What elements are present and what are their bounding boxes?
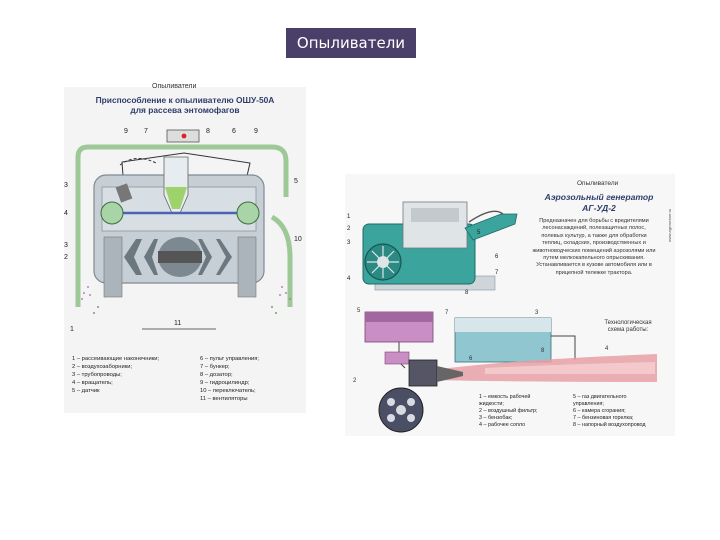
scheme-caption-line: Технологическая <box>604 320 652 326</box>
gen-callout-3: 3 <box>347 240 351 246</box>
rotator <box>115 183 133 203</box>
fan-blades-left <box>124 239 158 275</box>
scheme-caption-line: схема работы: <box>607 327 649 334</box>
legend-item: 2 – воздушный фильтр; <box>479 408 538 414</box>
legend-item: жидкости; <box>479 401 504 407</box>
right-distributor <box>236 201 260 225</box>
callout-2: 2 <box>64 254 68 261</box>
callout-8: 8 <box>206 128 210 135</box>
legend-item: 3 – трубопроводы; <box>72 372 122 378</box>
gen-callout-2: 2 <box>347 226 351 232</box>
callout-5: 5 <box>294 178 298 185</box>
callout-6: 6 <box>232 128 236 135</box>
callout-3: 3 <box>64 182 68 189</box>
right-legend-col-1: 1 – емкость рабочей жидкости; 2 – воздуш… <box>479 394 538 429</box>
spray-nozzles <box>81 286 291 300</box>
right-poster-heading-1: Аэрозольный генератор <box>544 192 654 202</box>
right-poster-description: Предназначен для борьбы с вредителями ле… <box>519 218 669 277</box>
gen-callout-1: 1 <box>347 214 351 220</box>
legend-item: 6 – пульт управления; <box>200 356 260 362</box>
gen-callout-8: 8 <box>465 290 469 296</box>
nozzle-pipe <box>464 213 518 241</box>
left-poster-heading-2: для рассева энтомофагов <box>130 105 240 115</box>
technological-scheme-diagram: 5 7 3 2 6 8 4 <box>353 308 657 433</box>
legend-item: 2 – воздухозаборники; <box>72 364 133 370</box>
callout-3b: 3 <box>64 242 68 249</box>
side-watermark: www.agroserver.ru <box>667 208 672 242</box>
svg-text:5: 5 <box>357 308 361 314</box>
svg-text:8: 8 <box>541 348 545 354</box>
fan-blades-right <box>198 239 232 275</box>
callout-4: 4 <box>64 210 68 217</box>
description-line: прицепной тележке трактора. <box>555 269 633 276</box>
air-pipeline-right <box>270 214 293 307</box>
legend-item: 5 – газ двигательного <box>573 394 627 400</box>
description-line: теплиц, складских, производственных и <box>542 240 646 247</box>
legend-item: 3 – бензобак; <box>479 415 513 421</box>
description-line: животноводческих помещений аэрозолями ил… <box>532 247 656 254</box>
scheme-caption: Технологическая схема работы: <box>583 320 673 335</box>
left-poster: Опыливатели Приспособление к опыливателю… <box>64 83 306 413</box>
air-pipeline <box>75 144 289 307</box>
legend-item: 7 – бензиновая горелка; <box>573 415 634 421</box>
right-poster: Опыливатели Аэрозольный генератор АГ-УД-… <box>345 174 675 436</box>
callout-10: 10 <box>294 236 302 243</box>
right-poster-caption: Опыливатели <box>577 180 619 187</box>
combustion-chamber <box>408 359 438 387</box>
gen-callout-5: 5 <box>477 230 481 236</box>
left-poster-caption: Опыливатели <box>152 83 197 90</box>
ag-ud-2-generator-illustration: 1 2 3 4 5 6 7 8 <box>347 201 518 296</box>
callout-7: 7 <box>144 128 148 135</box>
legend-item: 4 – рабочее сопло <box>479 422 526 428</box>
description-line: Устанавливается в кузове автомобиля или … <box>536 262 652 269</box>
legend-item: 10 – переключатель; <box>200 388 256 394</box>
left-poster-heading-1: Приспособление к опыливателю ОШУ-50А <box>95 95 275 105</box>
left-legend-col-2: 6 – пульт управления; 7 – бункер; 8 – до… <box>200 355 259 403</box>
right-poster-heading-2: АГ-УД-2 <box>582 203 616 213</box>
legend-item: 5 – датчик <box>72 388 100 394</box>
legend-item: 8 – напорный воздухопровод <box>573 422 646 428</box>
callout-1: 1 <box>70 326 74 333</box>
legend-item: 11 – вентиляторы <box>200 396 248 402</box>
callout-11: 11 <box>174 320 181 327</box>
callout-9: 9 <box>124 128 128 135</box>
legend-item: 1 – емкость рабочей <box>479 394 531 400</box>
gen-callout-4: 4 <box>347 276 351 282</box>
legend-item: 8 – дозатор; <box>200 372 233 378</box>
slide-title: Опыливатели <box>286 28 416 58</box>
description-line: лесонасаждений, полезащитных полос, <box>542 225 646 232</box>
callout-9b: 9 <box>254 128 258 135</box>
description-line: полевых культур, а также для обработки <box>541 232 647 239</box>
description-line: Предназначен для борьбы с вредителями <box>539 218 649 224</box>
svg-text:4: 4 <box>605 346 609 352</box>
svg-text:6: 6 <box>469 356 473 362</box>
left-legend-col-1: 1 – рассеивающие наконечники; 2 – воздух… <box>72 355 159 395</box>
right-legend-col-2: 5 – газ двигательного управления; 6 – ка… <box>573 394 646 429</box>
legend-item: 9 – гидроцилиндр; <box>200 380 250 386</box>
ohsu-50a-device-diagram: 9 7 8 6 9 3 4 3 2 1 5 10 11 <box>64 128 302 333</box>
svg-text:7: 7 <box>445 310 449 316</box>
svg-text:3: 3 <box>535 310 539 316</box>
legend-item: управления; <box>573 401 604 407</box>
gen-callout-6: 6 <box>495 254 499 260</box>
gen-callout-7: 7 <box>495 270 499 276</box>
svg-text:2: 2 <box>353 378 357 384</box>
left-distributor <box>100 201 124 225</box>
air-pipeline-top <box>121 152 251 190</box>
legend-item: 7 – бункер; <box>200 364 230 370</box>
description-line: путем мелкокапельного опрыскивания. <box>543 255 645 262</box>
legend-item: 1 – рассеивающие наконечники; <box>72 356 160 362</box>
legend-item: 6 – камера сгорания; <box>573 408 626 414</box>
legend-item: 4 – вращатель; <box>72 380 113 386</box>
